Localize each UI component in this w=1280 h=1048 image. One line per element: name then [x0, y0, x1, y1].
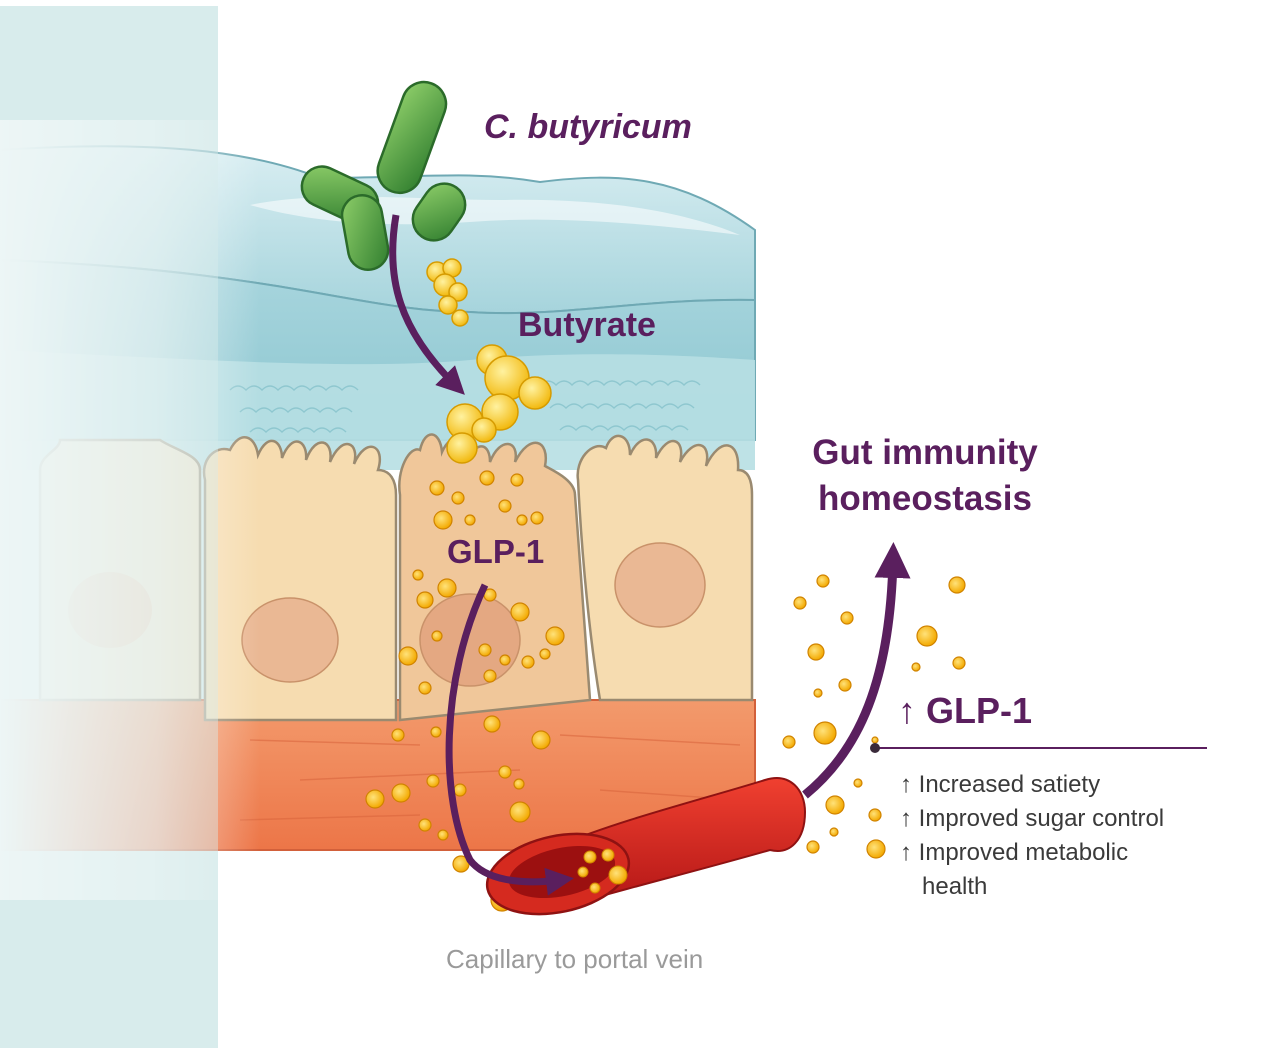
glp1-particles	[365, 470, 565, 912]
left-fade-overlay	[0, 120, 260, 900]
bacterium	[376, 80, 448, 195]
nucleus	[419, 593, 521, 687]
bacterium-label: C. butyricum	[484, 108, 692, 146]
divider-dot	[870, 743, 880, 753]
bacteria-cluster	[300, 80, 467, 271]
effect-item-sugar-control: ↑ Improved sugar control	[900, 805, 1165, 832]
effects-list: ↑ Increased satiety ↑ Improved sugar con…	[900, 768, 1164, 904]
effect-item-metabolic: ↑ Improved metabolic	[900, 839, 1129, 866]
butyrate-molecules-small	[426, 258, 469, 327]
butyrate-arrow	[389, 214, 465, 395]
glp1-to-capillary-arrow	[445, 583, 574, 896]
nucleus	[614, 542, 706, 628]
capillary-caption: Capillary to portal vein	[446, 944, 704, 974]
butyrate-molecules-large	[446, 344, 552, 464]
outcome-line-1: Gut immunity	[812, 433, 1038, 472]
effect-item-metabolic-continued: health	[922, 873, 988, 900]
glp1-particles-released	[782, 574, 966, 859]
bacterium	[411, 182, 467, 242]
outcome-label: Gut immunity homeostasis	[760, 430, 1090, 522]
bacterium	[340, 194, 390, 271]
outcome-line-2: homeostasis	[818, 479, 1032, 518]
glp1-increase-label: ↑ GLP-1	[898, 690, 1033, 731]
side-panel-tint	[0, 120, 218, 900]
glp1-cell-label: GLP-1	[447, 533, 545, 570]
immunity-arrow	[802, 542, 911, 799]
butyrate-label: Butyrate	[518, 306, 656, 344]
effect-item-satiety: ↑ Increased satiety	[900, 771, 1101, 798]
